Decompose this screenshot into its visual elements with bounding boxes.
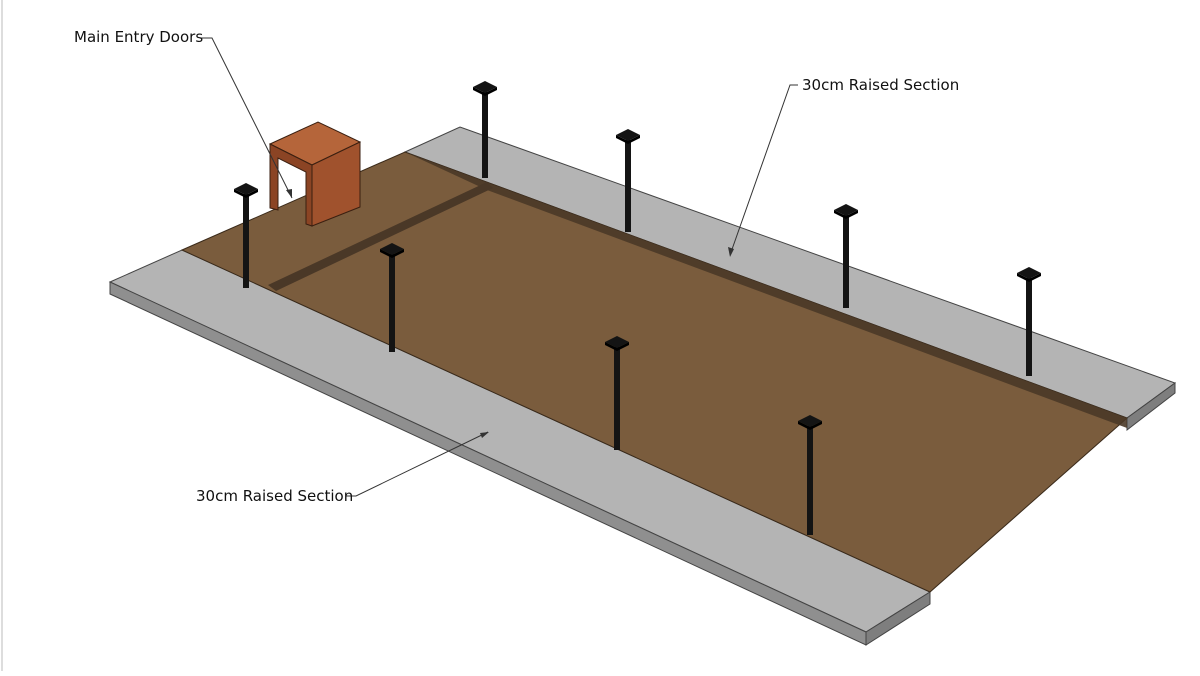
callout-line-entry bbox=[200, 37, 293, 199]
post bbox=[798, 415, 822, 535]
floor-area bbox=[180, 151, 1128, 593]
raised-section-bottom bbox=[108, 249, 932, 646]
entry-doors-structure bbox=[268, 121, 362, 227]
arrowhead-raised-bottom bbox=[480, 432, 489, 438]
post bbox=[473, 81, 497, 178]
post bbox=[605, 336, 629, 450]
post bbox=[380, 243, 404, 352]
post bbox=[234, 183, 258, 288]
post bbox=[834, 204, 858, 308]
arrowhead-raised-top bbox=[728, 247, 734, 257]
callout-line-raised-top bbox=[729, 84, 798, 256]
callout-lines bbox=[200, 37, 798, 497]
post bbox=[616, 129, 640, 232]
arrowhead-entry bbox=[286, 189, 292, 198]
label-raised-section-top: 30cm Raised Section bbox=[802, 76, 960, 94]
post bbox=[1017, 267, 1041, 376]
floor-divider bbox=[268, 182, 493, 291]
callout-arrowheads bbox=[286, 189, 734, 438]
label-main-entry-doors: Main Entry Doors bbox=[74, 28, 204, 46]
label-raised-section-bottom: 30cm Raised Section bbox=[196, 487, 354, 505]
callout-line-raised-bottom bbox=[346, 431, 489, 497]
posts bbox=[234, 81, 1041, 535]
